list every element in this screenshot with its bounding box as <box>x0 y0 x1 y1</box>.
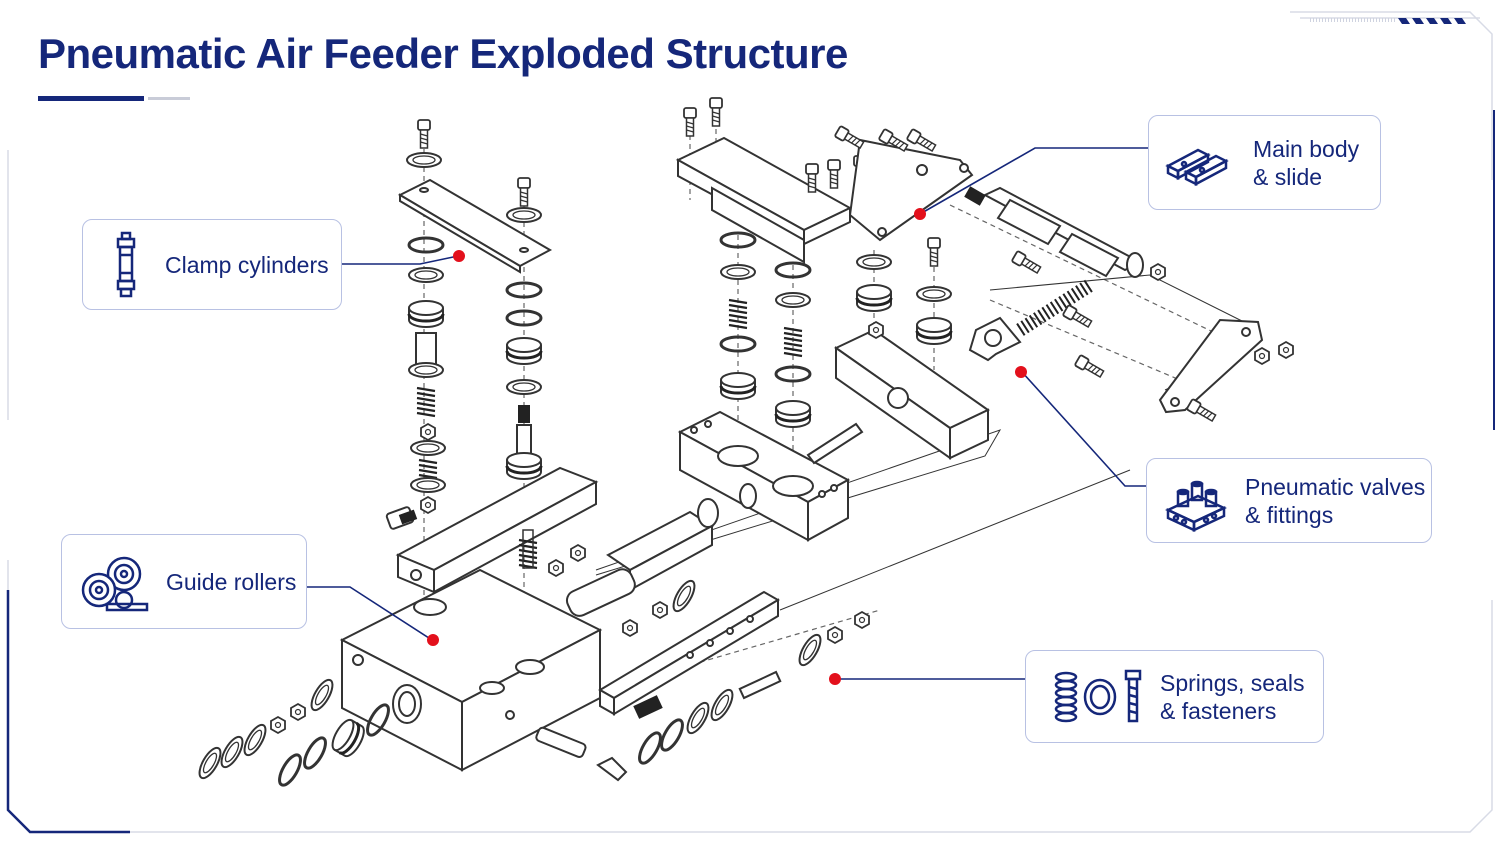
cylinder-icon <box>95 231 157 299</box>
callout-label: Pneumatic valves & fittings <box>1245 473 1426 528</box>
spring-seal-bolt-icon <box>1050 669 1150 725</box>
title-underline <box>38 96 144 101</box>
marker-valves <box>1015 366 1027 378</box>
marker-main <box>914 208 926 220</box>
slide-block-icon <box>1163 138 1235 188</box>
marker-springs <box>829 673 841 685</box>
marker-clamp <box>453 250 465 262</box>
title-underline-tail <box>148 97 190 100</box>
leader-clamp <box>342 255 459 265</box>
callout-main-body-slide: Main body & slide <box>1148 115 1381 210</box>
leader-valves <box>1021 371 1147 487</box>
callout-label: Guide rollers <box>166 568 297 595</box>
callout-clamp-cylinders: Clamp cylinders <box>82 219 342 310</box>
page-title: Pneumatic Air Feeder Exploded Structure <box>38 30 848 77</box>
callout-label: Clamp cylinders <box>165 251 329 278</box>
callout-springs-seals-fasteners: Springs, seals & fasteners <box>1025 650 1324 743</box>
leader-guide <box>307 586 433 641</box>
callout-pneumatic-valves-fittings: Pneumatic valves & fittings <box>1146 458 1432 543</box>
callout-guide-rollers: Guide rollers <box>61 534 307 629</box>
valve-manifold-icon <box>1161 470 1231 532</box>
marker-guide <box>427 634 439 646</box>
leader-main <box>919 147 1150 215</box>
callout-label: Springs, seals & fasteners <box>1160 669 1305 724</box>
callout-label: Main body & slide <box>1253 135 1360 190</box>
rollers-icon <box>76 550 154 614</box>
